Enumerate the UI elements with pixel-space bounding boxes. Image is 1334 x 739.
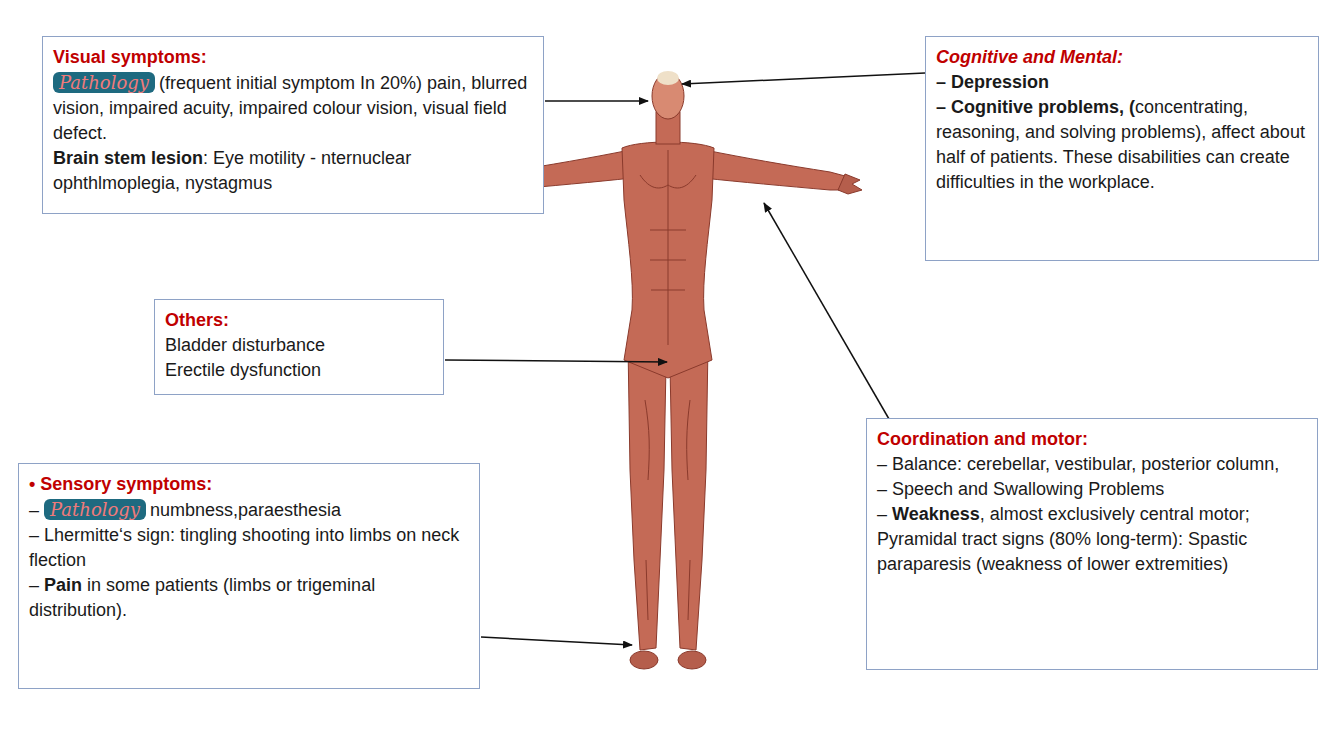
text-line: –Painin some patients (limbs or trigemin… (29, 573, 469, 623)
leader-arrow (682, 73, 925, 84)
text-line: Others: (165, 308, 433, 333)
text-line: • Sensory symptoms: (29, 472, 469, 497)
box-heading: Visual symptoms: (53, 47, 207, 67)
leader-arrow (481, 637, 632, 645)
box-text: – Lhermitte‘s sign: tingling shooting in… (29, 525, 459, 570)
symptom-box: Cognitive and Mental: – Depression – Cogni… (925, 36, 1319, 261)
box-text: Brain stem lesion (53, 148, 203, 168)
leader-arrow (545, 100, 648, 102)
text-line: Brain stem lesion: Eye motility - nternu… (53, 146, 533, 196)
text-line: Bladder disturbance (165, 333, 433, 358)
text-line: Erectile dysfunction (165, 358, 433, 383)
text-line: – Speech and Swallowing Problems (877, 477, 1307, 502)
box-heading: Coordination and motor: (877, 429, 1088, 449)
muscle-lines (640, 150, 696, 620)
text-line: –Weakness, almost exclusively central mo… (877, 502, 1307, 577)
box-text: Pain (44, 575, 82, 595)
text-line: –Pathologynumbness,paraesthesia (29, 497, 469, 523)
box-text: – (29, 500, 39, 520)
box-text: – Balance: cerebellar, vestibular, poste… (877, 454, 1279, 474)
text-line: – Depression (936, 70, 1308, 95)
symptom-box: • Sensory symptoms:–Pathologynumbness,pa… (18, 463, 480, 689)
text-line: – Balance: cerebellar, vestibular, poste… (877, 452, 1307, 477)
box-heading: Cognitive and Mental: (936, 47, 1123, 67)
text-line: Cognitive and Mental: (936, 45, 1308, 70)
symptom-box: Others: Bladder disturbanceErectile dysfu… (154, 299, 444, 395)
box-text: Bladder disturbance (165, 335, 325, 355)
text-line: – Cognitive problems, (concentrating, re… (936, 95, 1308, 195)
text-line: – Lhermitte‘s sign: tingling shooting in… (29, 523, 469, 573)
box-text: – Depression (936, 72, 1049, 92)
leader-arrow (764, 203, 889, 419)
box-heading: • Sensory symptoms: (29, 474, 212, 494)
symptom-box: Coordination and motor: – Balance: cerebe… (866, 418, 1318, 670)
box-text: – (877, 504, 887, 524)
text-line: Coordination and motor: (877, 427, 1307, 452)
box-text: – Speech and Swallowing Problems (877, 479, 1164, 499)
box-heading: Pathology (53, 72, 155, 93)
box-heading: Pathology (44, 499, 146, 520)
box-text: – (29, 575, 39, 595)
box-text: Erectile dysfunction (165, 360, 321, 380)
box-text: – Cognitive problems, ( (936, 97, 1135, 117)
text-line: Pathology(frequent initial symptom In 20… (53, 70, 533, 146)
leader-arrow (445, 360, 667, 362)
box-heading: Others: (165, 310, 229, 330)
box-text: numbness,paraesthesia (150, 500, 341, 520)
box-text: Weakness (892, 504, 980, 524)
text-line: Visual symptoms: (53, 45, 533, 70)
symptom-box: Visual symptoms: Pathology(frequent initi… (42, 36, 544, 214)
